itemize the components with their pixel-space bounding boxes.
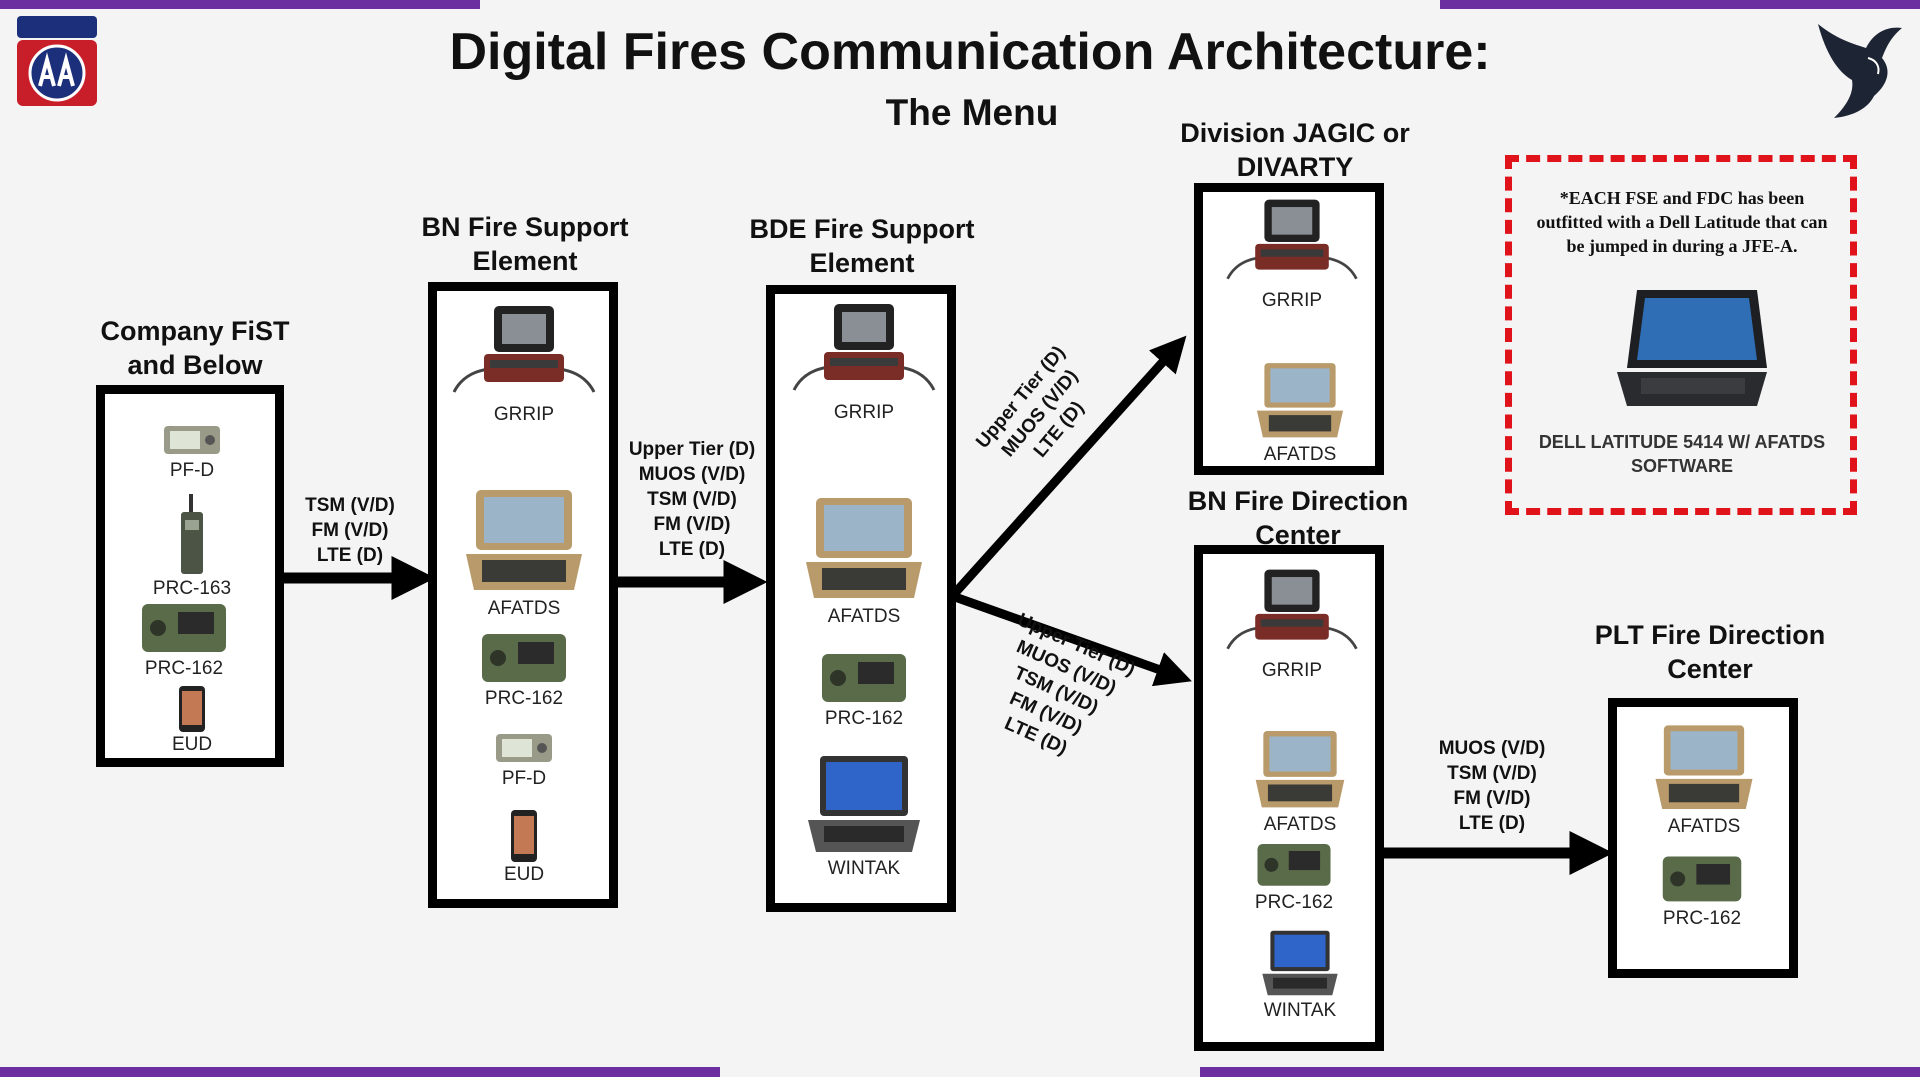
bn-fse-device-grrip: GRRIP (444, 302, 604, 426)
label-company-to-bn: TSM (V/D)FM (V/D)LTE (D) (305, 495, 395, 566)
page-title: Digital Fires Communication Architecture… (449, 23, 1491, 81)
rugged-laptop-icon (1655, 725, 1753, 809)
eagle-emblem-icon (1808, 18, 1908, 122)
plt-fdc-heading: PLT Fire Direction Center (1594, 620, 1826, 684)
laptop-icon (808, 756, 920, 852)
pf-d-icon (496, 734, 552, 762)
company-device-prc163: PRC-163 (112, 494, 272, 600)
bde-fse-box (766, 285, 956, 912)
rugged-laptop-icon (1255, 731, 1345, 808)
airborne-aa-patch-icon (14, 16, 100, 108)
grrip-terminal-icon (452, 306, 596, 393)
smartphone-icon (511, 810, 537, 862)
bn-fse-heading: BN Fire Support Element (421, 212, 629, 276)
bde-fse-device-grrip: GRRIP (784, 300, 944, 424)
arrow-bde-to-bnfdc (953, 592, 1192, 687)
manpack-radio-icon (1662, 856, 1742, 902)
laptop-icon (1262, 930, 1338, 996)
division-device-grrip: GRRIP (1212, 196, 1372, 312)
top-right-bar (1440, 0, 1920, 9)
bde-fse-device-afatds: AFATDS (784, 494, 944, 628)
smartphone-icon (179, 686, 205, 732)
bn-fdc-device-wintak: WINTAK (1220, 928, 1380, 1022)
bn-fse-device-eud: EUD (444, 810, 604, 886)
bn-fse-device-prc162: PRC-162 (444, 628, 604, 710)
bn-fdc-device-afatds: AFATDS (1220, 728, 1380, 836)
note-caption: DELL LATITUDE 5414 W/ AFATDS SOFTWARE (1538, 432, 1826, 476)
bn-fdc-heading: BN Fire Direction Center (1187, 486, 1409, 550)
bn-fse-device-afatds: AFATDS (444, 486, 604, 620)
arrow-bde-to-division (951, 335, 1187, 597)
plt-fdc-device-afatds: AFATDS (1624, 722, 1784, 838)
label-bnfdc-to-plt: MUOS (V/D)TSM (V/D)FM (V/D)LTE (D) (1438, 738, 1546, 834)
company-heading: Company FiST and Below (100, 316, 290, 380)
bn-fdc-device-grrip: GRRIP (1212, 566, 1372, 682)
page-subtitle: The Menu (885, 92, 1059, 133)
rugged-laptop-icon (1256, 363, 1344, 438)
manpack-radio-icon (142, 604, 226, 652)
bottom-left-bar (0, 1067, 720, 1077)
grrip-terminal-icon (1226, 569, 1358, 650)
dell-latitude-note: *EACH FSE and FDC has been outfitted wit… (1505, 155, 1857, 515)
bde-fse-heading: BDE Fire Support Element (749, 214, 975, 278)
pf-d-icon (164, 426, 220, 454)
bde-fse-device-prc162: PRC-162 (784, 648, 944, 730)
rugged-laptop-icon (466, 490, 582, 590)
bn-fse-box (428, 282, 618, 908)
bn-fdc-device-prc162: PRC-162 (1214, 838, 1374, 914)
company-device-pfd: PF-D (112, 422, 272, 482)
manpack-radio-icon (1257, 844, 1331, 886)
label-bn-to-bde: Upper Tier (D)MUOS (V/D)TSM (V/D)FM (V/D… (628, 439, 756, 560)
company-device-prc162: PRC-162 (104, 598, 264, 680)
manpack-radio-icon (482, 634, 566, 682)
handheld-radio-icon (181, 494, 203, 574)
manpack-radio-icon (822, 654, 906, 702)
bde-fse-device-wintak: WINTAK (784, 752, 944, 880)
top-left-bar (0, 0, 480, 9)
rugged-laptop-icon (806, 498, 922, 598)
division-device-afatds: AFATDS (1220, 360, 1380, 466)
dell-laptop-icon (1607, 282, 1777, 412)
bottom-right-bar (1200, 1067, 1920, 1077)
grrip-terminal-icon (792, 304, 936, 391)
company-device-eud: EUD (112, 686, 272, 756)
plt-fdc-device-prc162: PRC-162 (1622, 850, 1782, 930)
note-text: *EACH FSE and FDC has been outfitted wit… (1536, 188, 1828, 256)
bn-fse-device-pfd: PF-D (444, 730, 604, 790)
division-heading: Division JAGIC or DIVARTY (1180, 118, 1410, 182)
grrip-terminal-icon (1226, 199, 1358, 280)
